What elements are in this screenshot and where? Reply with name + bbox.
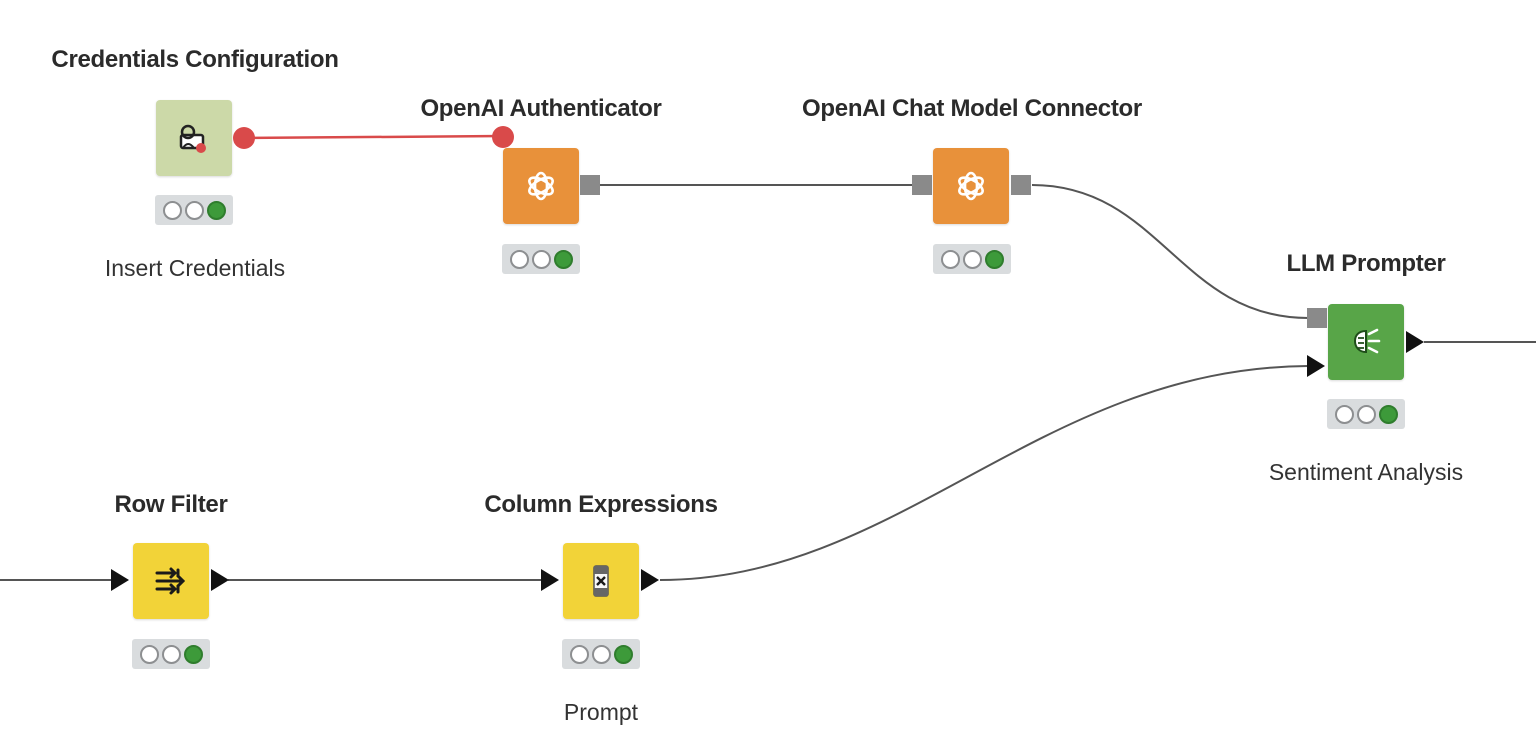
node-title: Credentials Configuration [51,46,339,73]
node-title: Column Expressions [484,491,718,518]
credentials-icon [174,118,214,158]
node-label[interactable]: Insert Credentials [104,255,286,281]
status-light-red [1334,404,1354,424]
node-title: Row Filter [114,491,228,518]
status-light-green [553,249,573,269]
input-port[interactable] [541,569,559,591]
output-port[interactable] [233,127,255,149]
status-light-red [940,249,960,269]
status-indicator [502,244,580,274]
model-input-port[interactable] [1307,308,1327,328]
llm-brain-icon [1346,322,1386,362]
connection-column-expressions-to-llm-prompter[interactable] [659,365,1309,581]
node-body[interactable] [133,543,209,619]
output-port[interactable] [641,569,659,591]
status-light-green [183,644,203,664]
connection-credentials-to-authenticator[interactable] [243,134,504,140]
node-label[interactable]: Sentiment Analysis [1268,459,1464,485]
status-light-yellow [161,644,181,664]
node-body[interactable] [503,148,579,224]
openai-icon [951,166,991,206]
status-indicator [132,639,210,669]
status-light-yellow [184,200,204,220]
node-title: LLM Prompter [1286,250,1446,277]
status-light-yellow [1356,404,1376,424]
status-light-yellow [591,644,611,664]
node-body[interactable] [156,100,232,176]
output-port[interactable] [1011,175,1031,195]
status-light-green [984,249,1004,269]
status-light-green [1378,404,1398,424]
node-body[interactable] [563,543,639,619]
expression-icon [581,561,621,601]
output-port[interactable] [580,175,600,195]
status-indicator [562,639,640,669]
connection-chat-model-to-llm-prompter[interactable] [1031,184,1309,319]
node-title: OpenAI Authenticator [420,95,662,122]
output-port[interactable] [211,569,229,591]
status-light-red [569,644,589,664]
status-light-red [509,249,529,269]
status-light-green [206,200,226,220]
status-indicator [155,195,233,225]
status-light-red [162,200,182,220]
status-indicator [933,244,1011,274]
input-port[interactable] [111,569,129,591]
node-title: OpenAI Chat Model Connector [802,95,1142,122]
node-label[interactable]: Prompt [563,699,639,725]
input-port[interactable] [492,126,514,148]
output-port[interactable] [1406,331,1424,353]
status-light-red [139,644,159,664]
status-light-green [613,644,633,664]
status-indicator [1327,399,1405,429]
status-light-yellow [531,249,551,269]
status-light-yellow [962,249,982,269]
node-body[interactable] [933,148,1009,224]
node-body[interactable] [1328,304,1404,380]
data-input-port[interactable] [1307,355,1325,377]
openai-icon [521,166,561,206]
input-port[interactable] [912,175,932,195]
row-filter-icon [151,561,191,601]
